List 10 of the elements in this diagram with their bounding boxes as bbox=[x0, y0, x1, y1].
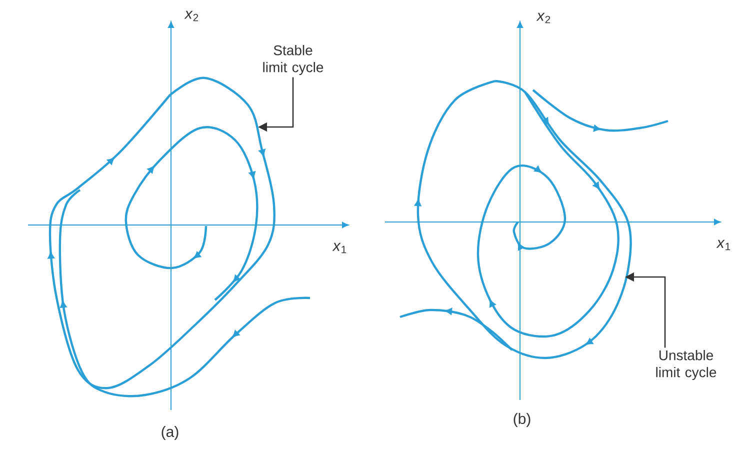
panel-label: (a) bbox=[162, 426, 178, 440]
panel-label: (b) bbox=[514, 413, 530, 427]
axis-label: x$_{1}$ bbox=[716, 240, 730, 250]
limit-cycle-curve bbox=[48, 76, 276, 390]
axis-label: x$_{2}$ bbox=[184, 10, 198, 22]
callout-text: Unstable limit cycle bbox=[656, 350, 716, 380]
limit-cycle-curve bbox=[414, 80, 632, 360]
axis-label: x$_{1}$ bbox=[332, 242, 346, 254]
callout-text: Stable limit cycle bbox=[263, 44, 324, 76]
axis-label: x$_{2}$ bbox=[536, 12, 550, 24]
